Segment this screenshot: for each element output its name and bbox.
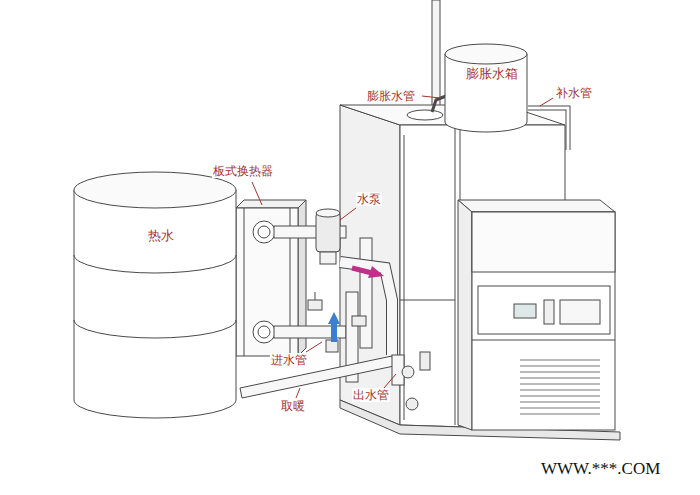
flow-arrowhead: [328, 312, 340, 324]
flue-pipe: [432, 0, 440, 110]
expansion-pipe: [432, 96, 446, 112]
part-label: 水泵: [356, 192, 382, 206]
return-pipe-inner: [340, 262, 392, 355]
pipe-label: 补水管: [555, 86, 593, 100]
leader-line: [540, 98, 553, 106]
valve: [402, 366, 414, 378]
top-opening: [407, 110, 443, 120]
cabinet-side: [340, 105, 400, 425]
makeup-pipe-inner: [528, 108, 568, 150]
control-panel: [478, 286, 610, 334]
panel-seam: [455, 128, 456, 425]
cylinder-top: [445, 44, 527, 64]
tank-label: 热水: [72, 228, 250, 244]
exchanger-top: [236, 200, 306, 208]
valve: [308, 300, 322, 310]
flange: [253, 321, 275, 343]
cylinder-body: [445, 54, 527, 132]
riser-pipe: [360, 238, 372, 348]
pump-body: [320, 252, 336, 264]
leader-line: [252, 182, 262, 205]
pipe-label: 取暖: [280, 399, 306, 413]
expansion-tank: 膨胀水箱: [443, 42, 541, 134]
watermark: WWW.***.COM: [540, 459, 661, 479]
pump-cap: [316, 209, 340, 217]
unit-front: [472, 212, 615, 430]
panel-seam: [472, 340, 615, 341]
unit-upper-panel: [472, 212, 615, 272]
flow-arrow: [352, 268, 372, 273]
leader-line: [340, 208, 356, 220]
flow-arrowhead: [368, 266, 384, 278]
part-label: 板式换热器: [212, 164, 274, 178]
display-screen: [514, 304, 536, 318]
panel-seam: [400, 300, 455, 301]
return-pipe: [340, 262, 392, 355]
leader-line: [384, 374, 396, 388]
valve: [406, 398, 418, 410]
flange: [258, 226, 270, 238]
cylinder-band: [74, 320, 236, 338]
flow-arrow: [331, 322, 337, 342]
unit-side: [458, 200, 472, 430]
water-pump: [316, 212, 340, 252]
pipe-label: 膨胀水管: [366, 89, 416, 103]
panel-switch: [544, 300, 554, 324]
pipe-label: 出水管: [352, 388, 390, 402]
flange: [258, 326, 270, 338]
leader-line: [306, 342, 322, 352]
panel-door: [560, 300, 600, 324]
gauge: [420, 352, 430, 370]
cylinder-body: [74, 190, 236, 418]
leader-line: [422, 96, 440, 98]
makeup-pipe: [528, 108, 568, 150]
hot-water-tank: 热水: [72, 170, 250, 420]
unit-top: [458, 200, 615, 212]
cylinder-outline: [443, 42, 529, 134]
pipe-label: 进水管: [270, 353, 308, 367]
valve: [352, 316, 366, 326]
leader-line: [296, 388, 300, 398]
cylinder-outline: [72, 170, 238, 420]
flange: [253, 221, 275, 243]
tank-label: 膨胀水箱: [443, 66, 541, 82]
cylinder-band: [74, 255, 236, 273]
